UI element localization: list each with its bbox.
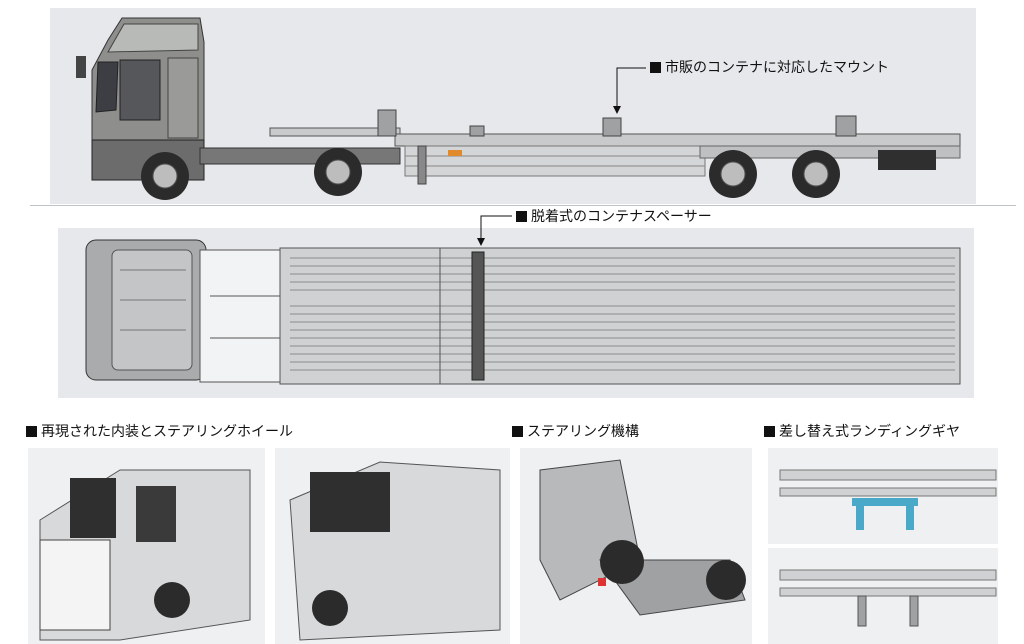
steering-drawing	[539, 459, 746, 616]
mount-callout: 市販のコンテナに対応したマウント	[650, 60, 889, 76]
interior-heading-text: 再現された内装とステアリングホイール	[41, 424, 293, 440]
mount-callout-text: 市販のコンテナに対応したマウント	[665, 60, 889, 76]
bullet-square-icon	[26, 426, 37, 437]
interior-right-drawing	[289, 461, 501, 641]
landing-gear-heading-text: 差し替え式ランディングギヤ	[779, 424, 961, 440]
spacer-callout-text: 脱着式のコンテナスペーサー	[531, 209, 712, 225]
spacer-callout: 脱着式のコンテナスペーサー	[516, 209, 712, 225]
divider-line	[30, 205, 1016, 206]
bullet-square-icon	[512, 426, 523, 437]
bullet-square-icon	[764, 426, 775, 437]
bullet-square-icon	[516, 211, 527, 222]
truck-top-view	[85, 215, 961, 385]
landing-gear-heading: 差し替え式ランディングギヤ	[764, 424, 960, 440]
interior-heading: 再現された内装とステアリングホイール	[26, 424, 293, 440]
landing-gear-drawings	[779, 469, 997, 627]
bullet-square-icon	[650, 62, 661, 73]
steering-heading-text: ステアリング機構	[527, 424, 639, 440]
interior-left-drawing	[39, 469, 251, 641]
steering-heading: ステアリング機構	[512, 424, 639, 440]
truck-side-view	[76, 17, 961, 200]
